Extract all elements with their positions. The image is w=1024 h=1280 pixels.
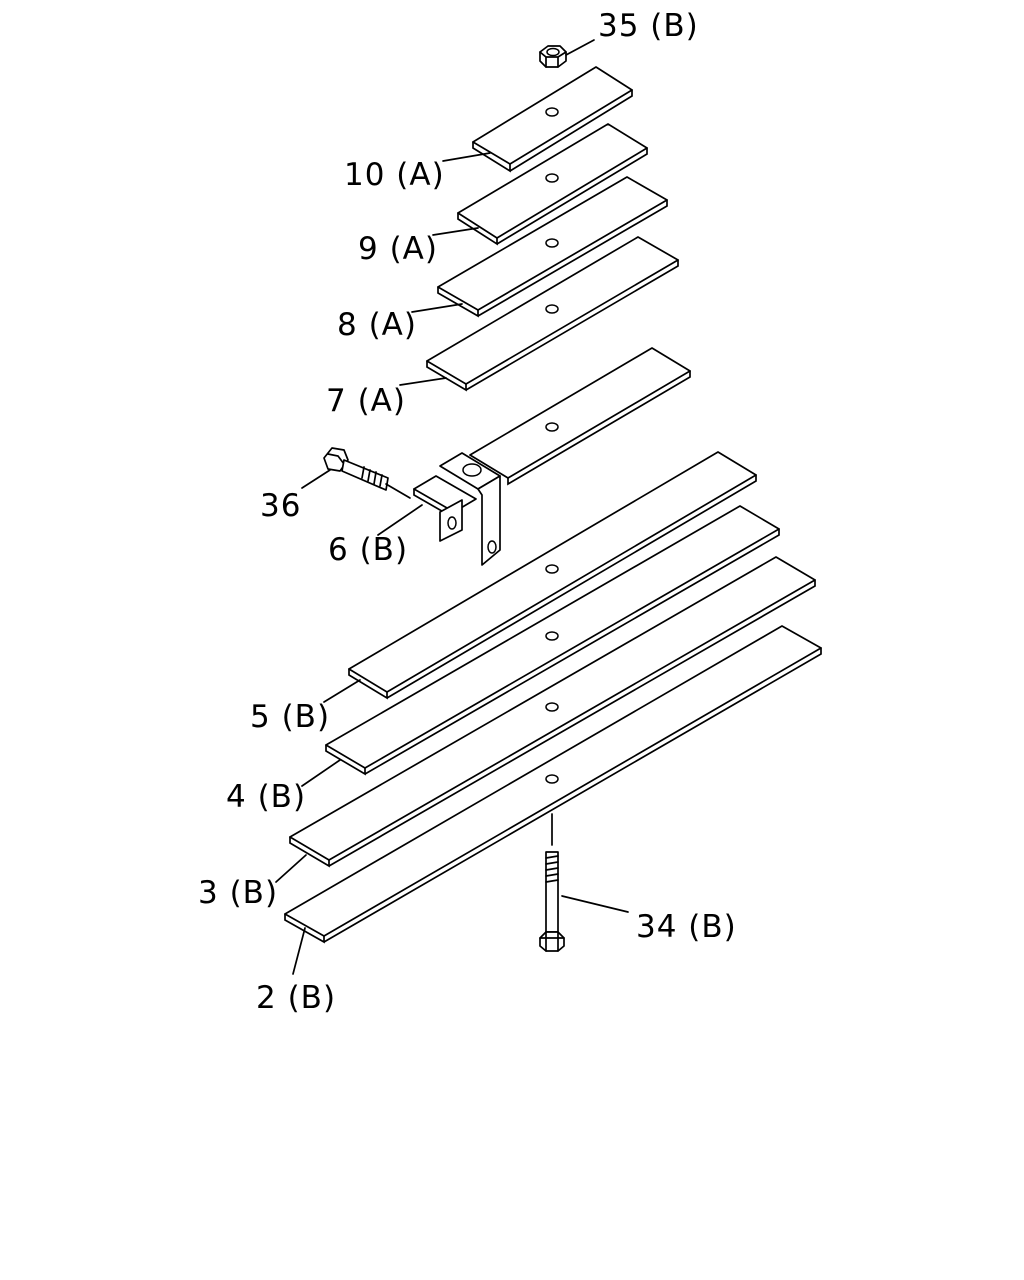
label-3: 3 (B)	[198, 875, 278, 911]
leaf-3	[289, 556, 816, 868]
leader-35	[565, 39, 595, 56]
leader-34	[561, 895, 629, 913]
nut-35	[539, 45, 567, 68]
leader-6	[377, 504, 423, 536]
label-34: 34 (B)	[636, 909, 737, 945]
center-bolt-34	[539, 813, 565, 952]
leader-7	[399, 377, 447, 386]
label-9: 9 (A)	[358, 231, 438, 267]
leader-3	[275, 854, 307, 883]
leader-9	[432, 227, 479, 236]
label-4: 4 (B)	[226, 779, 306, 815]
label-7: 7 (A)	[326, 383, 406, 419]
label-36: 36	[260, 488, 301, 524]
leader-10	[442, 152, 491, 162]
leaf-7	[426, 236, 679, 392]
label-8: 8 (A)	[337, 307, 417, 343]
label-6: 6 (B)	[328, 532, 408, 568]
label-2: 2 (B)	[256, 980, 336, 1016]
leaf-4	[325, 505, 780, 776]
leader-36	[301, 469, 331, 489]
label-35: 35 (B)	[598, 8, 699, 44]
leaf-10	[472, 66, 633, 173]
label-5: 5 (B)	[250, 699, 330, 735]
leaf-5	[348, 451, 757, 700]
leader-4	[301, 759, 341, 787]
leader-5	[323, 679, 361, 703]
leaf-6-with-clip	[413, 347, 691, 566]
bolt-36	[323, 447, 411, 499]
label-10: 10 (A)	[344, 157, 445, 193]
leader-2	[292, 927, 306, 975]
leaf-9	[457, 123, 648, 246]
leader-8	[411, 303, 463, 313]
